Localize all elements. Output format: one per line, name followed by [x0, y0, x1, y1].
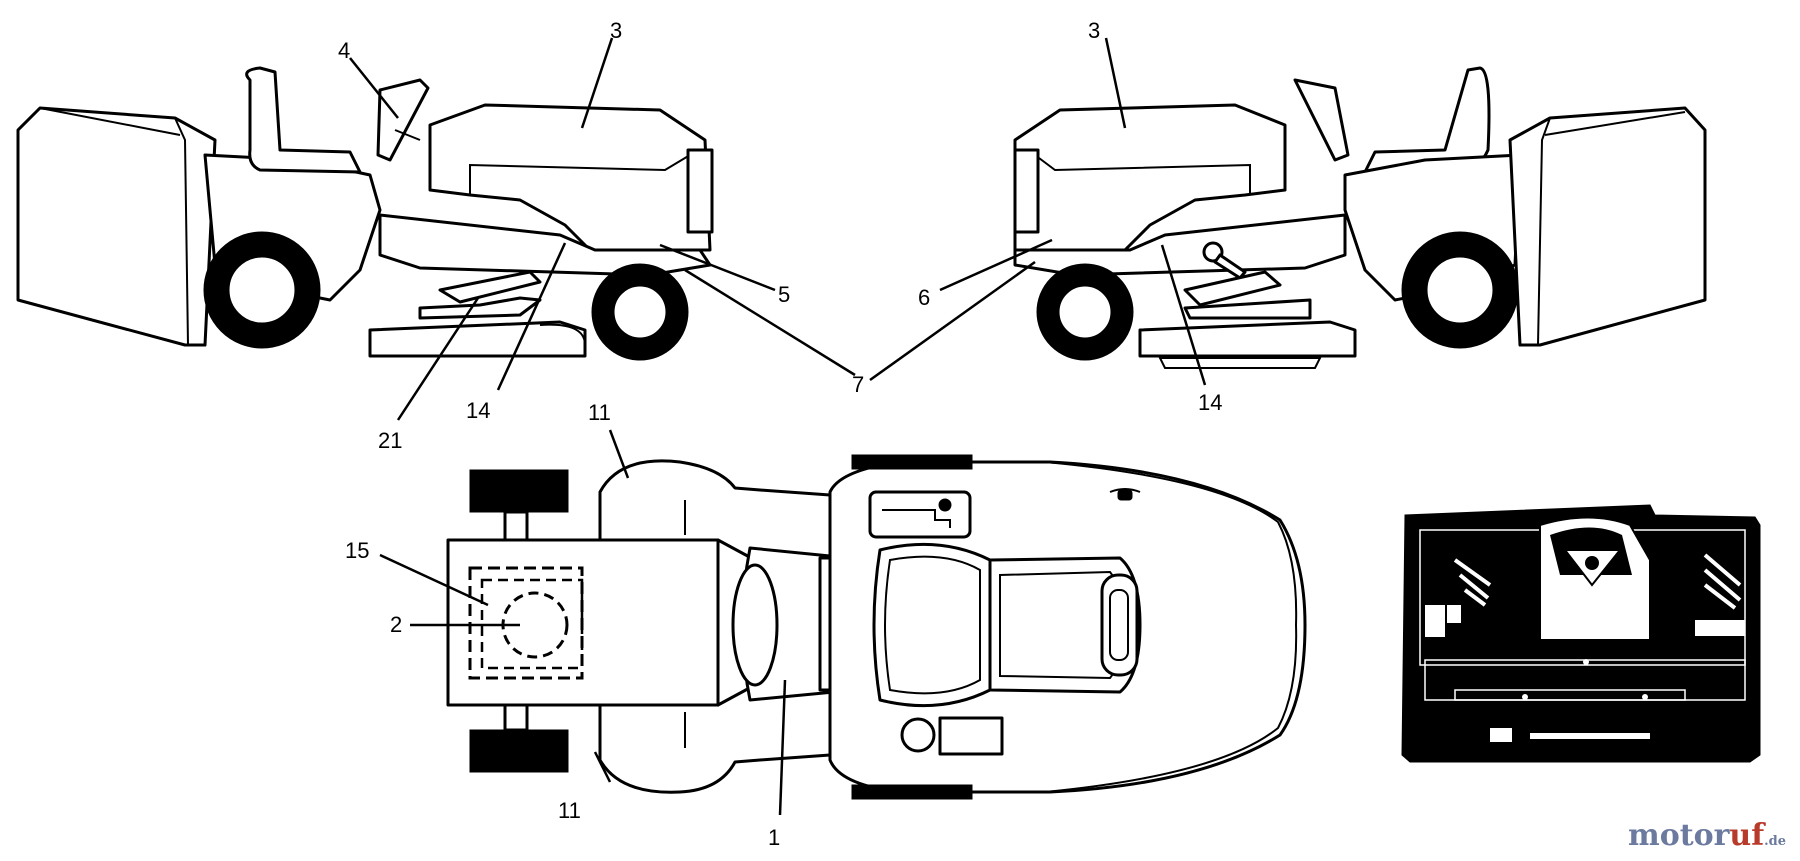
watermark-suffix: .de [1764, 834, 1786, 849]
decal-panel [1401, 504, 1761, 763]
callout-6: 6 [918, 285, 930, 310]
left-leader-lines [349, 37, 856, 421]
callout-11-bottom: 11 [558, 798, 581, 823]
callout-4: 4 [338, 38, 350, 63]
watermark-logo: motoruf.de [1628, 818, 1786, 853]
watermark-part1: motor [1627, 818, 1730, 853]
top-callouts: 11 15 2 11 1 [345, 400, 780, 850]
callout-3-left: 3 [610, 18, 622, 43]
callout-11-top: 11 [588, 400, 611, 425]
callout-14-right: 14 [1198, 390, 1222, 415]
watermark-part2: uf [1729, 818, 1765, 853]
top-leader-lines [379, 429, 787, 816]
left-side-view [16, 66, 714, 361]
left-callouts: 3 4 5 7 14 21 [338, 18, 864, 453]
top-view [446, 454, 1307, 800]
callout-3-right: 3 [1088, 18, 1100, 43]
callout-1: 1 [768, 825, 780, 850]
callout-15: 15 [345, 538, 369, 563]
right-leader-lines [869, 37, 1207, 386]
callout-7: 7 [852, 372, 864, 397]
right-side-view [1013, 66, 1707, 369]
callout-14-left: 14 [466, 398, 490, 423]
callout-5: 5 [778, 282, 790, 307]
callout-2: 2 [390, 612, 402, 637]
callout-21: 21 [378, 428, 402, 453]
right-callouts: 3 6 14 [918, 18, 1222, 415]
